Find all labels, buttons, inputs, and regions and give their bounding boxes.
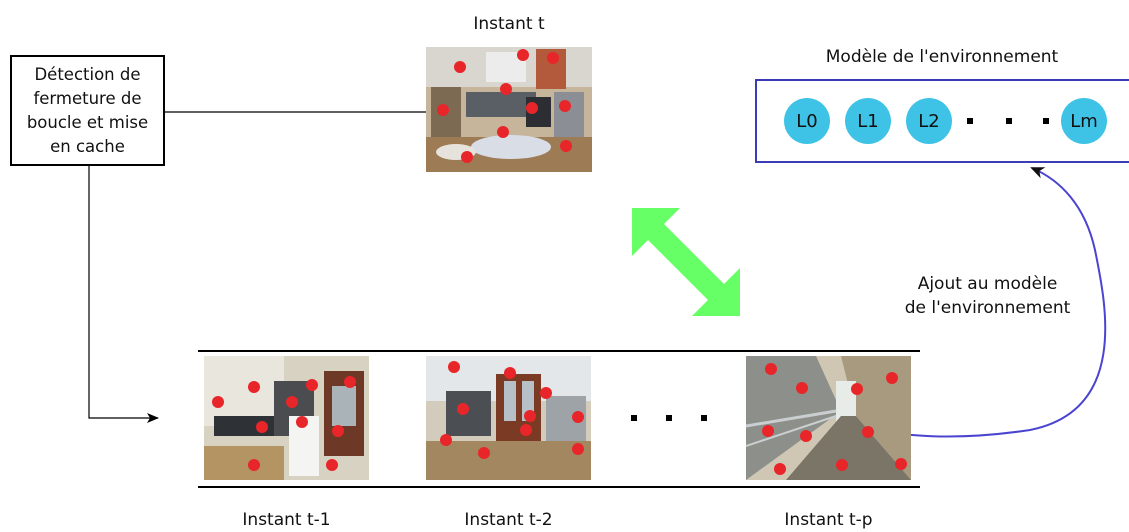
feature-point [440,434,452,446]
current-frame-caption: Instant t [473,14,545,34]
feature-point [212,396,224,408]
feature-point [248,459,260,471]
ellipsis-dot [1043,118,1049,124]
process-line-3: boucle et mise [26,112,149,132]
process-line-1: Détection de [34,64,141,84]
feature-point [765,363,777,375]
feature-point [332,425,344,437]
feature-point [836,459,848,471]
feature-point [504,367,516,379]
model-node-lm: Lm [1061,98,1107,144]
feature-point [344,376,356,388]
history-caption-t1: Instant t-1 [242,510,331,530]
feature-point [559,100,571,112]
history-caption-tp: Instant t-p [784,510,873,530]
feature-point [517,49,529,61]
feature-point [540,387,552,399]
history-strip-bottom-border [198,486,920,488]
loop-closure-process-box: Détection de fermeture de boucle et mise… [10,55,165,166]
feature-point [454,61,466,73]
model-node-l1: L1 [845,98,891,144]
feature-point [500,83,512,95]
model-node-l2: L2 [906,98,952,144]
feature-point [895,458,907,470]
ellipsis-dot [631,415,637,421]
ellipsis-dot [967,118,973,124]
feature-point [572,443,584,455]
feature-point [326,459,338,471]
feature-point [862,426,874,438]
ellipsis-dot [666,415,672,421]
feature-point [572,411,584,423]
link-arrow-to-history [88,166,159,423]
feature-point [256,421,268,433]
feature-point [774,463,786,475]
compare-double-arrow [632,208,740,316]
feature-point [306,379,318,391]
add-label-line-1: Ajout au modèle [917,274,1058,294]
model-node-l0: L0 [784,98,830,144]
history-strip-top-border [198,350,920,352]
history-frame-photo-t1 [204,356,369,480]
feature-point [520,424,532,436]
feature-point [851,383,863,395]
environment-model-box: L0 L1 L2 Lm [755,79,1129,163]
feature-point [560,140,572,152]
process-line-4: en cache [50,136,125,156]
ellipsis-dot [1006,118,1012,124]
feature-point [296,416,308,428]
ellipsis-dot [701,415,707,421]
add-to-model-label: Ajout au modèle de l'environnement [880,272,1095,320]
feature-point [524,410,536,422]
feature-point [248,381,260,393]
feature-point [478,447,490,459]
feature-point [437,104,449,116]
feature-point [461,151,473,163]
feature-point [886,372,898,384]
feature-point [286,396,298,408]
model-title: Modèle de l'environnement [825,47,1059,67]
current-frame-photo [426,47,592,172]
process-line-2: fermeture de [33,88,142,108]
feature-point [762,425,774,437]
history-frame-photo-tp [746,356,911,480]
feature-point [457,403,469,415]
feature-point [800,430,812,442]
add-label-line-2: de l'environnement [904,298,1071,318]
feature-point [547,52,559,64]
feature-point [448,361,460,373]
feature-point [796,382,808,394]
feature-point [526,102,538,114]
history-caption-t2: Instant t-2 [464,510,553,530]
history-frame-photo-t2 [426,356,591,480]
feature-point [497,126,509,138]
